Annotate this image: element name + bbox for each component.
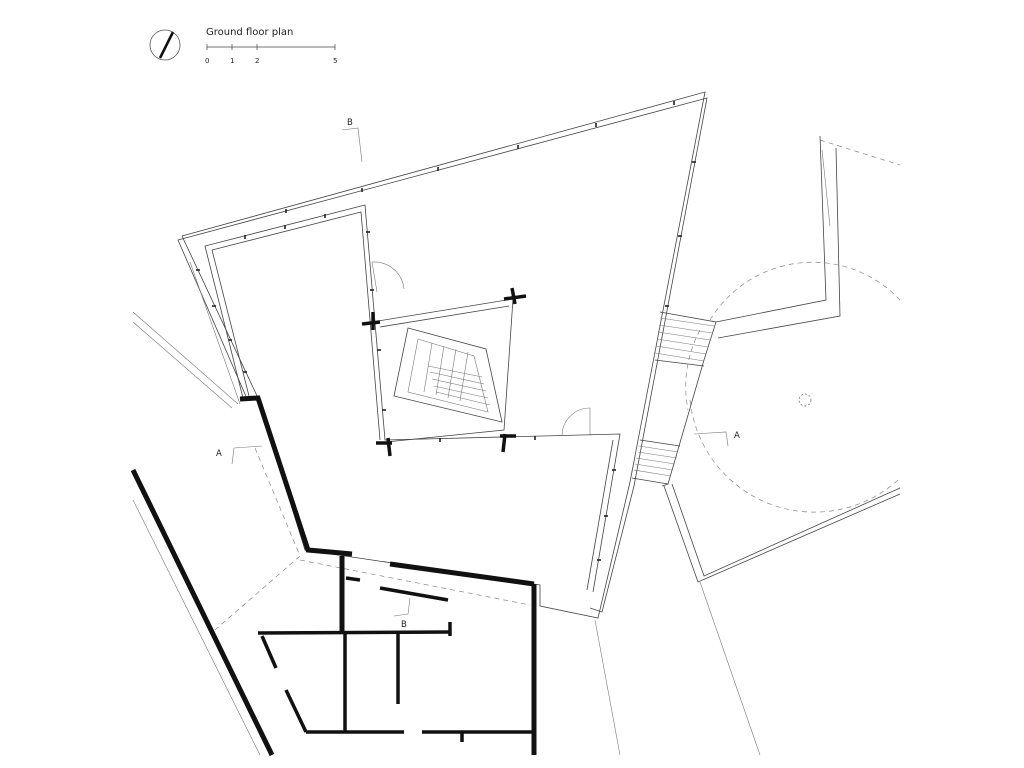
scale-label-0: 0: [205, 57, 209, 65]
inner-room-walls: [204, 204, 621, 593]
section-label-a-right: A: [734, 431, 740, 441]
scale-label-5: 5: [333, 57, 337, 65]
scale-label-2: 2: [255, 57, 259, 65]
section-label-a-left: A: [216, 449, 222, 459]
door-swing-lower: [561, 407, 591, 437]
section-marker-b-top: B: [341, 118, 363, 163]
stair-core: [361, 287, 527, 457]
site-context-lines: [132, 139, 901, 756]
window-mullions: [196, 101, 696, 373]
door-swing-upper: [371, 261, 405, 293]
external-stair-lower: [633, 445, 679, 477]
section-label-b-top: B: [347, 118, 353, 128]
section-marker-a-right: A: [693, 431, 740, 447]
north-arrow-icon: [149, 29, 181, 61]
section-marker-a-left: A: [216, 445, 263, 465]
drawing-title: Ground floor plan: [206, 27, 293, 38]
building-envelope: [177, 91, 708, 619]
right-terrace: [663, 135, 901, 583]
scale-bar: 0 1 2 5: [205, 44, 337, 65]
heavy-walls: [130, 395, 537, 757]
stair-flights: [393, 327, 503, 423]
section-marker-b-bottom: B: [393, 597, 411, 630]
external-stair-upper: [654, 317, 715, 362]
scale-label-1: 1: [230, 57, 234, 65]
right-corridor: [631, 311, 717, 487]
section-label-b-bottom: B: [401, 620, 407, 630]
